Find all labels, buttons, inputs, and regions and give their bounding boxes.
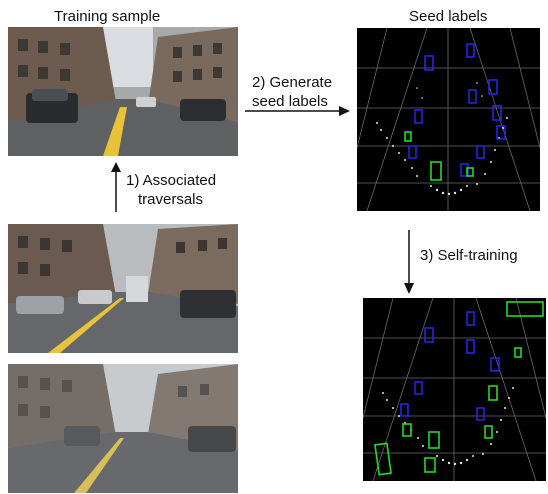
seed-labels-lidar-view — [357, 28, 540, 211]
training-sample-label: Training sample — [54, 8, 161, 25]
step1-label-line1: 1) Associated — [126, 172, 217, 189]
arrow-right-icon — [245, 106, 350, 116]
arrow-down-icon — [404, 230, 414, 294]
step2-label-line2: seed labels — [252, 93, 328, 110]
step1-label-line2: traversals — [138, 191, 204, 208]
self-training-lidar-view — [363, 298, 546, 481]
traversal-photo-2 — [8, 364, 238, 493]
seed-labels-label: Seed labels — [409, 8, 488, 25]
traversal-photo-1 — [8, 224, 238, 353]
step3-label: 3) Self-training — [420, 247, 518, 264]
training-sample-photo — [8, 27, 238, 156]
step2-label-line1: 2) Generate — [252, 74, 333, 91]
arrow-up-icon — [111, 162, 121, 212]
